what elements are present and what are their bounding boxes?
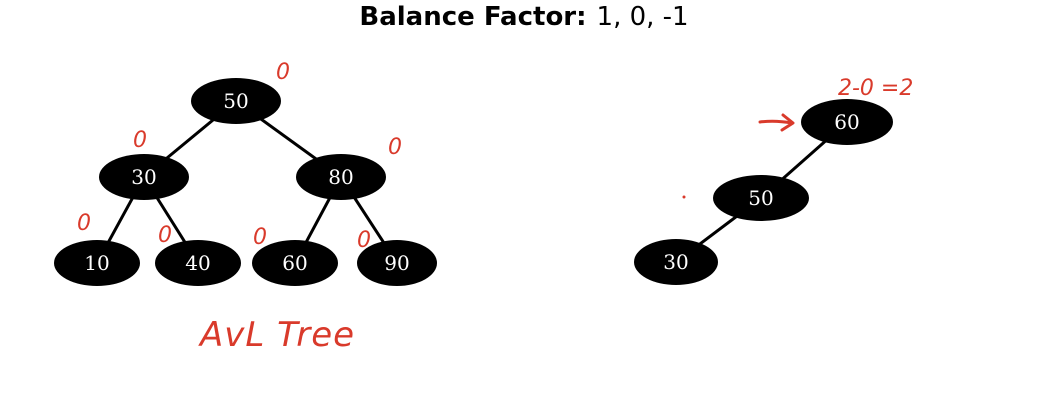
balance-factor-label: 0	[77, 211, 91, 236]
tree-node: 40	[155, 240, 241, 286]
balance-factor-label: 0	[253, 225, 267, 250]
right-tree-nodes: 60 50 30	[634, 99, 893, 285]
tree-node: 30	[634, 239, 718, 285]
tree-node: 50	[191, 78, 281, 124]
node-label: 50	[223, 89, 248, 113]
tree-node: 80	[296, 154, 386, 200]
tree-node: 10	[54, 240, 140, 286]
left-tree-nodes: 50 30 80 10 40 60	[54, 78, 437, 286]
balance-factor-label: 0	[133, 128, 147, 153]
tree-node: 50	[713, 175, 809, 221]
node-label: 40	[185, 251, 210, 275]
tree-node: 30	[99, 154, 189, 200]
balance-calc-annotation: 2-0 =2	[838, 76, 913, 101]
tree-node: 60	[252, 240, 338, 286]
balance-factor-label: 0	[357, 228, 371, 253]
node-label: 30	[663, 250, 688, 274]
balance-factor-label: 0	[276, 60, 290, 85]
node-label: 80	[328, 165, 353, 189]
tree-node: 60	[801, 99, 893, 145]
balance-factor-annotations: 0 0 0 0 0 0 0	[77, 60, 402, 253]
tree-name-annotation: AvL Tree	[198, 315, 355, 355]
node-label: 90	[384, 251, 409, 275]
node-label: 50	[748, 186, 773, 210]
node-label: 60	[282, 251, 307, 275]
page-title: Balance Factor: 1, 0, -1	[0, 2, 1048, 32]
node-label: 30	[131, 165, 156, 189]
tree-node: 90	[357, 240, 437, 286]
balance-factor-label: 0	[158, 223, 172, 248]
title-label: Balance Factor:	[359, 2, 587, 32]
node-label: 10	[84, 251, 109, 275]
node-label: 60	[834, 110, 859, 134]
stray-dot	[682, 195, 686, 199]
balance-factor-label: 0	[388, 135, 402, 160]
arrow-icon	[758, 113, 795, 132]
title-values: 1, 0, -1	[596, 2, 689, 32]
